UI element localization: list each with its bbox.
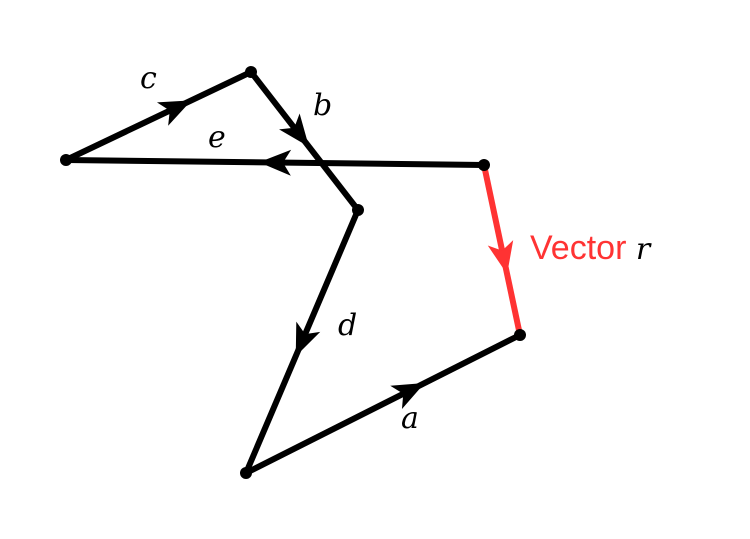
- vertex-point: [60, 154, 72, 166]
- vector-a-arrowhead-icon: [390, 383, 425, 410]
- vertex-point: [478, 159, 490, 171]
- label-c: c: [140, 61, 157, 96]
- label-d: d: [338, 308, 357, 343]
- label-e: e: [208, 120, 226, 155]
- vector-b-arrowhead-icon: [279, 113, 309, 147]
- label-vector-r: Vector r: [530, 229, 652, 267]
- vector-a-line: [244, 332, 522, 476]
- vertex-point: [240, 467, 252, 479]
- vertex-point: [352, 204, 364, 216]
- label-a: a: [401, 401, 419, 436]
- vertex-point: [514, 329, 526, 341]
- vector-c-line: [64, 69, 253, 163]
- vector-e-arrowhead-icon: [259, 149, 292, 176]
- vector-d-arrowhead-icon: [295, 321, 321, 357]
- vector-r-line: [481, 164, 523, 336]
- vertex-point: [245, 66, 257, 78]
- vector-r-arrowhead-icon: [487, 240, 514, 275]
- label-b: b: [313, 88, 332, 123]
- vector-c-arrowhead-icon: [156, 100, 192, 126]
